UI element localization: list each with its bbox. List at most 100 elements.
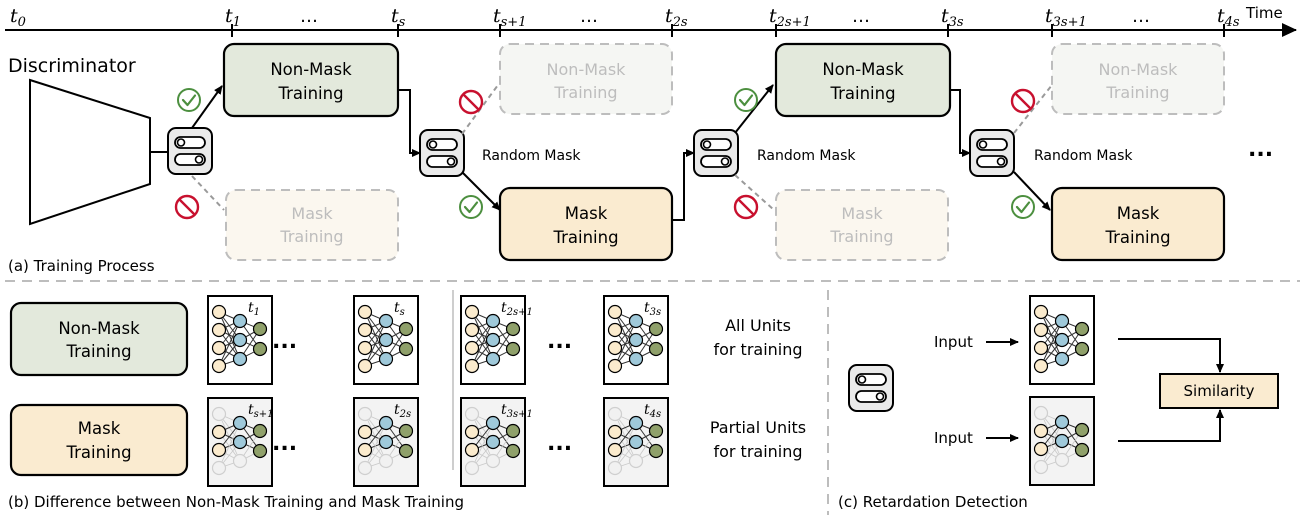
box-nonmask-3-line2: Training bbox=[829, 84, 895, 103]
network-masked-4: t4s bbox=[603, 397, 669, 487]
caption-retardation: (c) Retardation Detection bbox=[838, 493, 1028, 511]
box-mask-4-line2: Training bbox=[1104, 228, 1170, 247]
box-mask-2: Mask Training bbox=[498, 186, 674, 262]
box-nonmask-1-line2: Training bbox=[277, 84, 343, 103]
switch-icon-legend bbox=[848, 364, 894, 412]
timeline-tick-label-6: t3s bbox=[941, 5, 964, 30]
network-full-3: t2s+1 bbox=[460, 295, 533, 385]
box-nonmask-2-inactive: Non-Mask Training bbox=[499, 43, 673, 115]
timeline-tick-label-1: t1 bbox=[225, 5, 241, 30]
timeline-ellipsis-2: … bbox=[580, 6, 598, 27]
input-label-top: Input bbox=[934, 333, 973, 351]
forbid-icon-2 bbox=[458, 89, 484, 115]
network-detect-masked bbox=[1029, 396, 1095, 486]
flow-nonmask3-switch4 bbox=[950, 89, 971, 157]
panel-retardation-detection: Input Input Similarity (c) Retardation D… bbox=[838, 295, 1279, 511]
box-mask-4-line1: Mask bbox=[1117, 204, 1160, 223]
network-full-2: ts bbox=[353, 295, 419, 385]
legend-nonmask-line2: Training bbox=[65, 342, 131, 361]
input-label-bottom: Input bbox=[934, 429, 973, 447]
timeline-ellipsis-3: … bbox=[852, 6, 870, 27]
box-nonmask-1: Non-Mask Training bbox=[222, 42, 400, 118]
box-mask-3-line1: Mask bbox=[841, 204, 883, 223]
caption-training-process: (a) Training Process bbox=[8, 257, 155, 275]
partial-units-line2: for training bbox=[713, 442, 802, 461]
forbid-icon-1 bbox=[174, 194, 200, 220]
timeline-ellipsis-1: … bbox=[300, 6, 318, 27]
flow-mask2-switch3 bbox=[672, 149, 695, 221]
flow-switch4-nonmask bbox=[1013, 84, 1053, 134]
similarity-label: Similarity bbox=[1184, 382, 1255, 400]
all-units-line2: for training bbox=[713, 340, 802, 359]
similarity-box: Similarity bbox=[1159, 373, 1279, 409]
legend-mask-line2: Training bbox=[65, 443, 131, 462]
network-full-2-time-label: ts bbox=[394, 300, 405, 318]
forbid-icon-4 bbox=[1010, 88, 1036, 114]
ellipsis-bottom-1: ... bbox=[272, 431, 297, 456]
similarity-arrow-bottom bbox=[1118, 409, 1224, 442]
continuation-dots: ... bbox=[1248, 137, 1273, 162]
box-nonmask-4-inactive: Non-Mask Training bbox=[1051, 43, 1225, 115]
box-nonmask-2-line2: Training bbox=[553, 83, 617, 102]
box-nonmask-3: Non-Mask Training bbox=[774, 42, 952, 118]
partial-units-line1: Partial Units bbox=[710, 418, 806, 437]
forbid-icon-3 bbox=[733, 194, 759, 220]
network-masked-1: ts+1 bbox=[207, 397, 274, 487]
box-nonmask-3-line1: Non-Mask bbox=[822, 60, 904, 79]
check-icon-1 bbox=[177, 88, 201, 112]
network-masked-2: t2s bbox=[353, 397, 419, 487]
check-icon-2 bbox=[459, 195, 483, 219]
timeline-ellipsis-4: … bbox=[1132, 6, 1150, 27]
random-mask-label-3: Random Mask bbox=[1034, 148, 1133, 164]
legend-nonmask-line1: Non-Mask bbox=[58, 319, 140, 338]
check-icon-3 bbox=[734, 88, 758, 112]
similarity-arrow-top bbox=[1118, 338, 1224, 373]
box-nonmask-2-line1: Non-Mask bbox=[547, 60, 627, 79]
switch-icon-1 bbox=[167, 127, 213, 175]
ellipsis-top-2: ... bbox=[547, 329, 572, 354]
flow-switch3-nonmask bbox=[734, 84, 774, 134]
flow-nonmask1-switch2 bbox=[398, 89, 421, 157]
discriminator-shape bbox=[29, 78, 151, 226]
timeline-tick-label-7: t3s+1 bbox=[1045, 5, 1087, 30]
box-mask-4: Mask Training bbox=[1050, 186, 1226, 262]
network-detect-full bbox=[1029, 295, 1095, 385]
box-nonmask-4-line1: Non-Mask bbox=[1099, 60, 1179, 79]
all-units-line1: All Units bbox=[725, 316, 791, 335]
random-mask-label-2: Random Mask bbox=[757, 148, 856, 164]
legend-nonmask-box: Non-Mask Training bbox=[9, 301, 189, 377]
flow-switch1-mask bbox=[191, 175, 225, 211]
random-mask-label-1: Random Mask bbox=[482, 148, 581, 164]
box-mask-1-line1: Mask bbox=[291, 204, 333, 223]
timeline-tick-label-4: t2s bbox=[665, 5, 688, 30]
timeline-tick-label-8: t4s bbox=[1217, 5, 1240, 30]
box-mask-3-line2: Training bbox=[829, 227, 893, 246]
timeline-tick-label-0: t0 bbox=[10, 5, 26, 30]
flow-switch2-mask bbox=[461, 171, 501, 211]
time-label: Time bbox=[1245, 4, 1283, 22]
ellipsis-top-1: ... bbox=[272, 329, 297, 354]
caption-difference: (b) Difference between Non-Mask Training… bbox=[8, 493, 464, 511]
legend-mask-box: Mask Training bbox=[9, 403, 189, 477]
flow-switch4-mask bbox=[1013, 171, 1051, 211]
box-mask-2-line1: Mask bbox=[565, 204, 608, 223]
panel-training-process: Discriminator Non-Mask bbox=[8, 42, 1273, 275]
ellipsis-bottom-2: ... bbox=[547, 431, 572, 456]
box-nonmask-4-line2: Training bbox=[1105, 83, 1169, 102]
check-icon-4 bbox=[1011, 195, 1035, 219]
box-mask-1-line2: Training bbox=[279, 227, 343, 246]
timeline-tick-label-2: ts bbox=[391, 5, 406, 30]
discriminator-label: Discriminator bbox=[8, 55, 136, 77]
box-mask-1-inactive: Mask Training bbox=[225, 189, 399, 261]
legend-mask-line1: Mask bbox=[78, 419, 121, 438]
switch-icon-4 bbox=[969, 129, 1015, 177]
timeline-tick-label-3: ts+1 bbox=[493, 5, 526, 30]
network-full-4: t3s bbox=[603, 295, 669, 385]
box-mask-3-inactive: Mask Training bbox=[775, 189, 949, 261]
network-masked-3: t3s+1 bbox=[460, 397, 533, 487]
